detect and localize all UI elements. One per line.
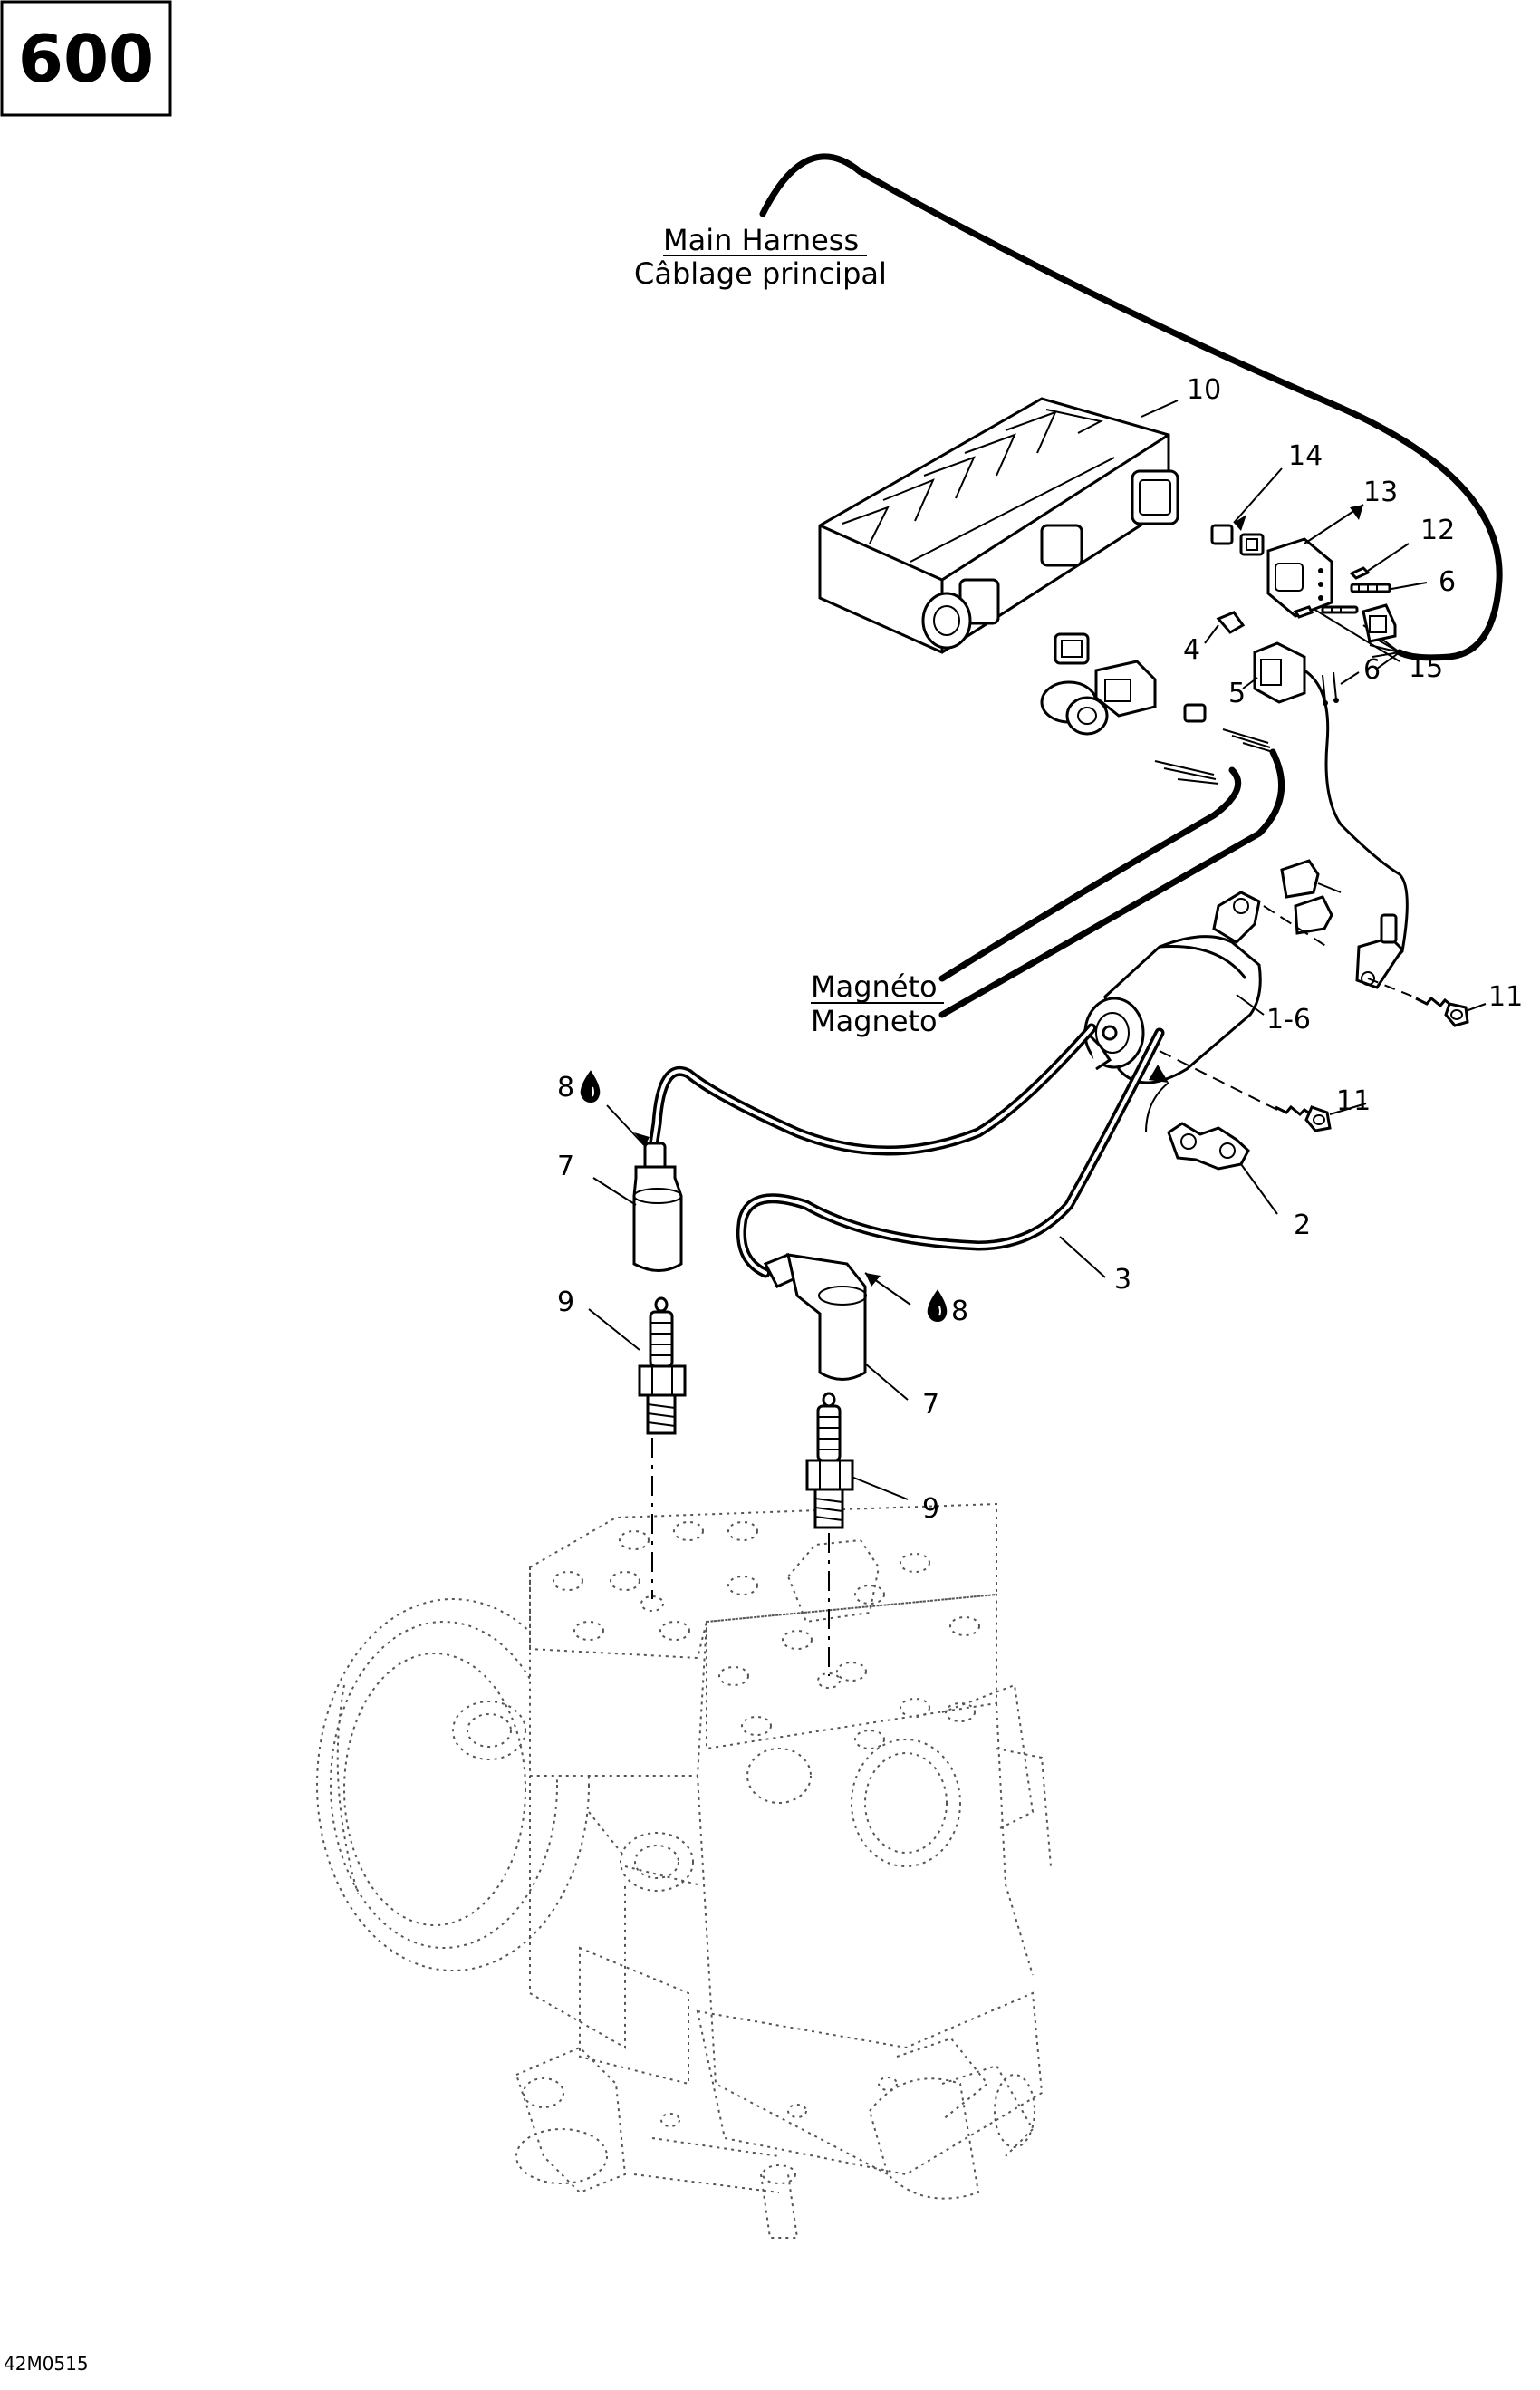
callout-11-lower: 11 [1336,1085,1371,1117]
callout-4: 4 [1183,634,1200,666]
callout-1-6: 1-6 [1266,1004,1311,1036]
spark-plug-left [638,1296,687,1435]
callout-11-upper: 11 [1488,981,1523,1013]
callout-6-lower: 6 [1363,654,1381,686]
leader-arrowheads [634,505,1363,1287]
connector-seal-14 [1210,524,1265,556]
magneto-label-en: Magneto [811,1004,938,1038]
coil-spade-connectors [1280,859,1342,935]
main-harness-label: Main Harness Câblage principal [634,223,887,291]
connector-housing-13 [1266,537,1333,618]
magneto-label-fr: Magnéto [811,969,938,1004]
callout-8-right: 8 [951,1296,968,1327]
spark-plug-cap-left [632,1142,683,1272]
leader-lines [588,400,1487,1500]
callouts: 10 14 13 12 6 15 6 4 5 11 1-6 11 2 3 8 8… [557,374,1523,1525]
main-harness-cable [759,153,1503,661]
ground-terminal [1355,913,1404,989]
ecu-module [818,397,1179,654]
callout-7-right: 7 [922,1389,939,1421]
magneto-wire-fan [1154,728,1274,785]
magneto-cable-b [938,748,1285,1018]
main-harness-label-fr: Câblage principal [634,256,887,291]
callout-2: 2 [1294,1209,1311,1241]
callout-3: 3 [1114,1264,1131,1296]
callout-5: 5 [1228,678,1246,709]
connector-clip-4 [1216,611,1246,634]
connector-housing-5 [1253,641,1306,704]
magneto-cable-a [938,766,1242,982]
ignition-coil [1083,891,1262,1084]
bolt-11-lower [1275,1104,1332,1132]
callout-7-left: 7 [557,1151,574,1182]
main-harness-label-en: Main Harness [663,223,859,257]
connector-lock-15 [1293,603,1397,643]
ground-bolt-axis [1367,978,1419,999]
callout-14: 14 [1288,440,1323,472]
terminal-strip-6 [1350,583,1391,593]
callout-15: 15 [1409,652,1443,684]
magneto-label: Magnéto Magneto [811,969,944,1038]
terminal-pin-12 [1349,566,1371,580]
coil-mount-arrow [1145,1082,1169,1133]
coil-bolt-axis [1159,1050,1278,1111]
section-code: 600 [18,21,154,97]
oil-drop-icon [927,1289,948,1323]
high-tension-cable-left [649,1023,1097,1156]
callout-10: 10 [1187,374,1221,406]
cable-clamp [1167,1122,1250,1171]
callout-12: 12 [1420,515,1455,546]
connector-parts-left [1040,632,1207,736]
engine-ghost [316,1502,1052,2239]
callout-6-upper: 6 [1439,566,1456,598]
callout-9-right: 9 [922,1493,939,1525]
bolt-11-upper [1415,996,1469,1027]
coil-mount-arrowhead [1149,1065,1169,1083]
spark-plug-cap-right [763,1253,867,1381]
callout-8-left: 8 [557,1072,574,1103]
callout-9-left: 9 [557,1287,574,1318]
oil-drop-icon [580,1070,601,1103]
figure-id: 42M0515 [4,2353,89,2375]
spark-plug-right [805,1392,854,1529]
spade-assembly-line [1263,905,1328,948]
coil-ground-harness [1304,669,1409,971]
callout-13: 13 [1363,477,1398,508]
high-tension-cable-right [736,1027,1165,1278]
section-box: 600 [0,0,172,117]
